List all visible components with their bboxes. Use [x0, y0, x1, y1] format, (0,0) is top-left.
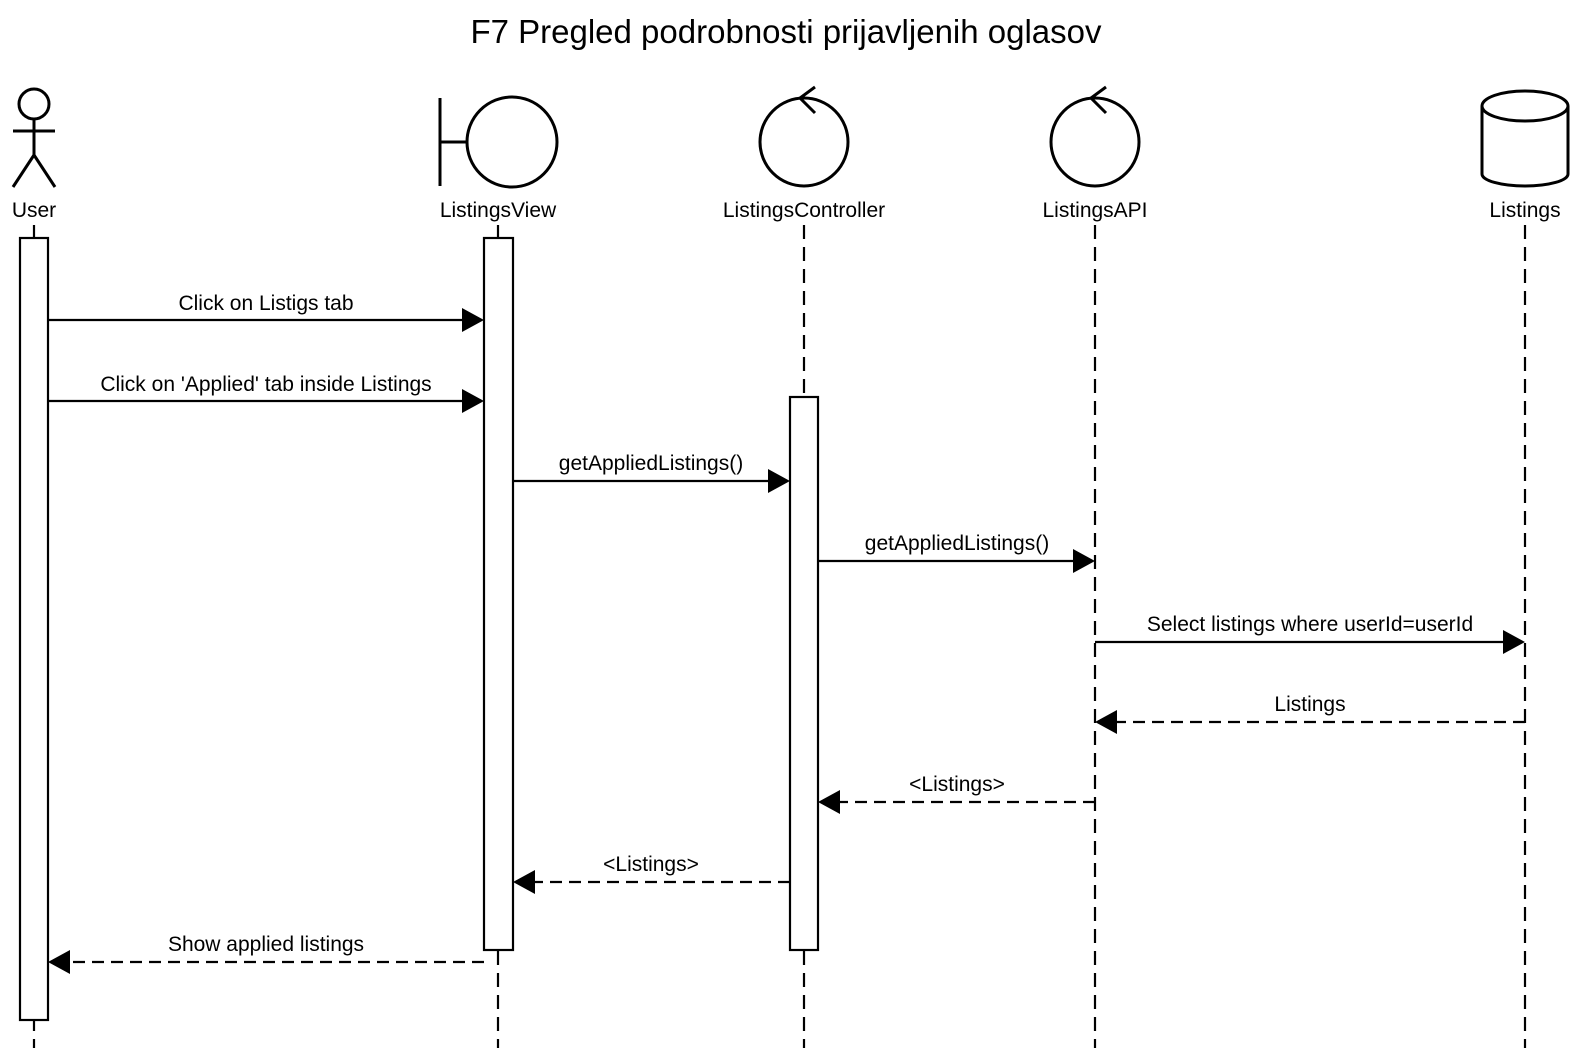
arrowhead	[818, 790, 840, 814]
participant-label-listings-view: ListingsView	[440, 199, 557, 222]
participant-listings-db: Listings	[1480, 89, 1570, 1048]
participant-label-listings-api: ListingsAPI	[1042, 199, 1147, 222]
arrowhead	[513, 870, 535, 894]
message-label: Listings	[1274, 693, 1345, 716]
control-icon	[758, 85, 850, 188]
participant-listings-api: ListingsAPI	[1042, 85, 1148, 1048]
arrowhead	[1073, 549, 1095, 573]
activation-bar-listings-controller	[788, 395, 820, 952]
message-label: Click on 'Applied' tab inside Listings	[100, 373, 431, 396]
message-label: <Listings>	[603, 853, 699, 876]
message-1: Click on Listigs tab	[48, 292, 484, 332]
activation-bar-user	[18, 236, 50, 1022]
database-icon	[1480, 89, 1570, 188]
arrowhead	[48, 950, 70, 974]
message-8: <Listings>	[513, 853, 790, 894]
message-6: Listings	[1095, 693, 1525, 734]
message-label: Click on Listigs tab	[178, 292, 353, 315]
message-9: Show applied listings	[48, 933, 484, 974]
participant-label-listings-controller: ListingsController	[723, 199, 885, 222]
message-4: getAppliedListings()	[818, 532, 1095, 573]
control-icon	[1049, 85, 1141, 188]
participant-listings-controller: ListingsController	[723, 85, 885, 1048]
message-2: Click on 'Applied' tab inside Listings	[48, 373, 484, 413]
message-7: <Listings>	[818, 773, 1095, 814]
message-3: getAppliedListings()	[513, 452, 790, 493]
arrowhead	[462, 389, 484, 413]
arrowhead	[462, 308, 484, 332]
message-label: Show applied listings	[168, 933, 364, 956]
arrowhead	[1503, 630, 1525, 654]
participant-label-user: User	[12, 199, 56, 222]
actor-icon	[11, 87, 57, 188]
participant-listings-view: ListingsView	[438, 95, 559, 1048]
diagram-title: F7 Pregled podrobnosti prijavljenih ogla…	[470, 13, 1102, 50]
activation-bar-listings-view	[482, 236, 515, 952]
participant-user: User	[11, 87, 57, 1048]
message-5: Select listings where userId=userId	[1095, 613, 1525, 654]
arrowhead	[768, 469, 790, 493]
message-label: Select listings where userId=userId	[1147, 613, 1473, 636]
arrowhead	[1095, 710, 1117, 734]
participant-label-listings-db: Listings	[1489, 199, 1560, 222]
message-label: <Listings>	[909, 773, 1005, 796]
message-label: getAppliedListings()	[559, 452, 743, 475]
message-label: getAppliedListings()	[865, 532, 1049, 555]
boundary-icon	[438, 95, 559, 189]
